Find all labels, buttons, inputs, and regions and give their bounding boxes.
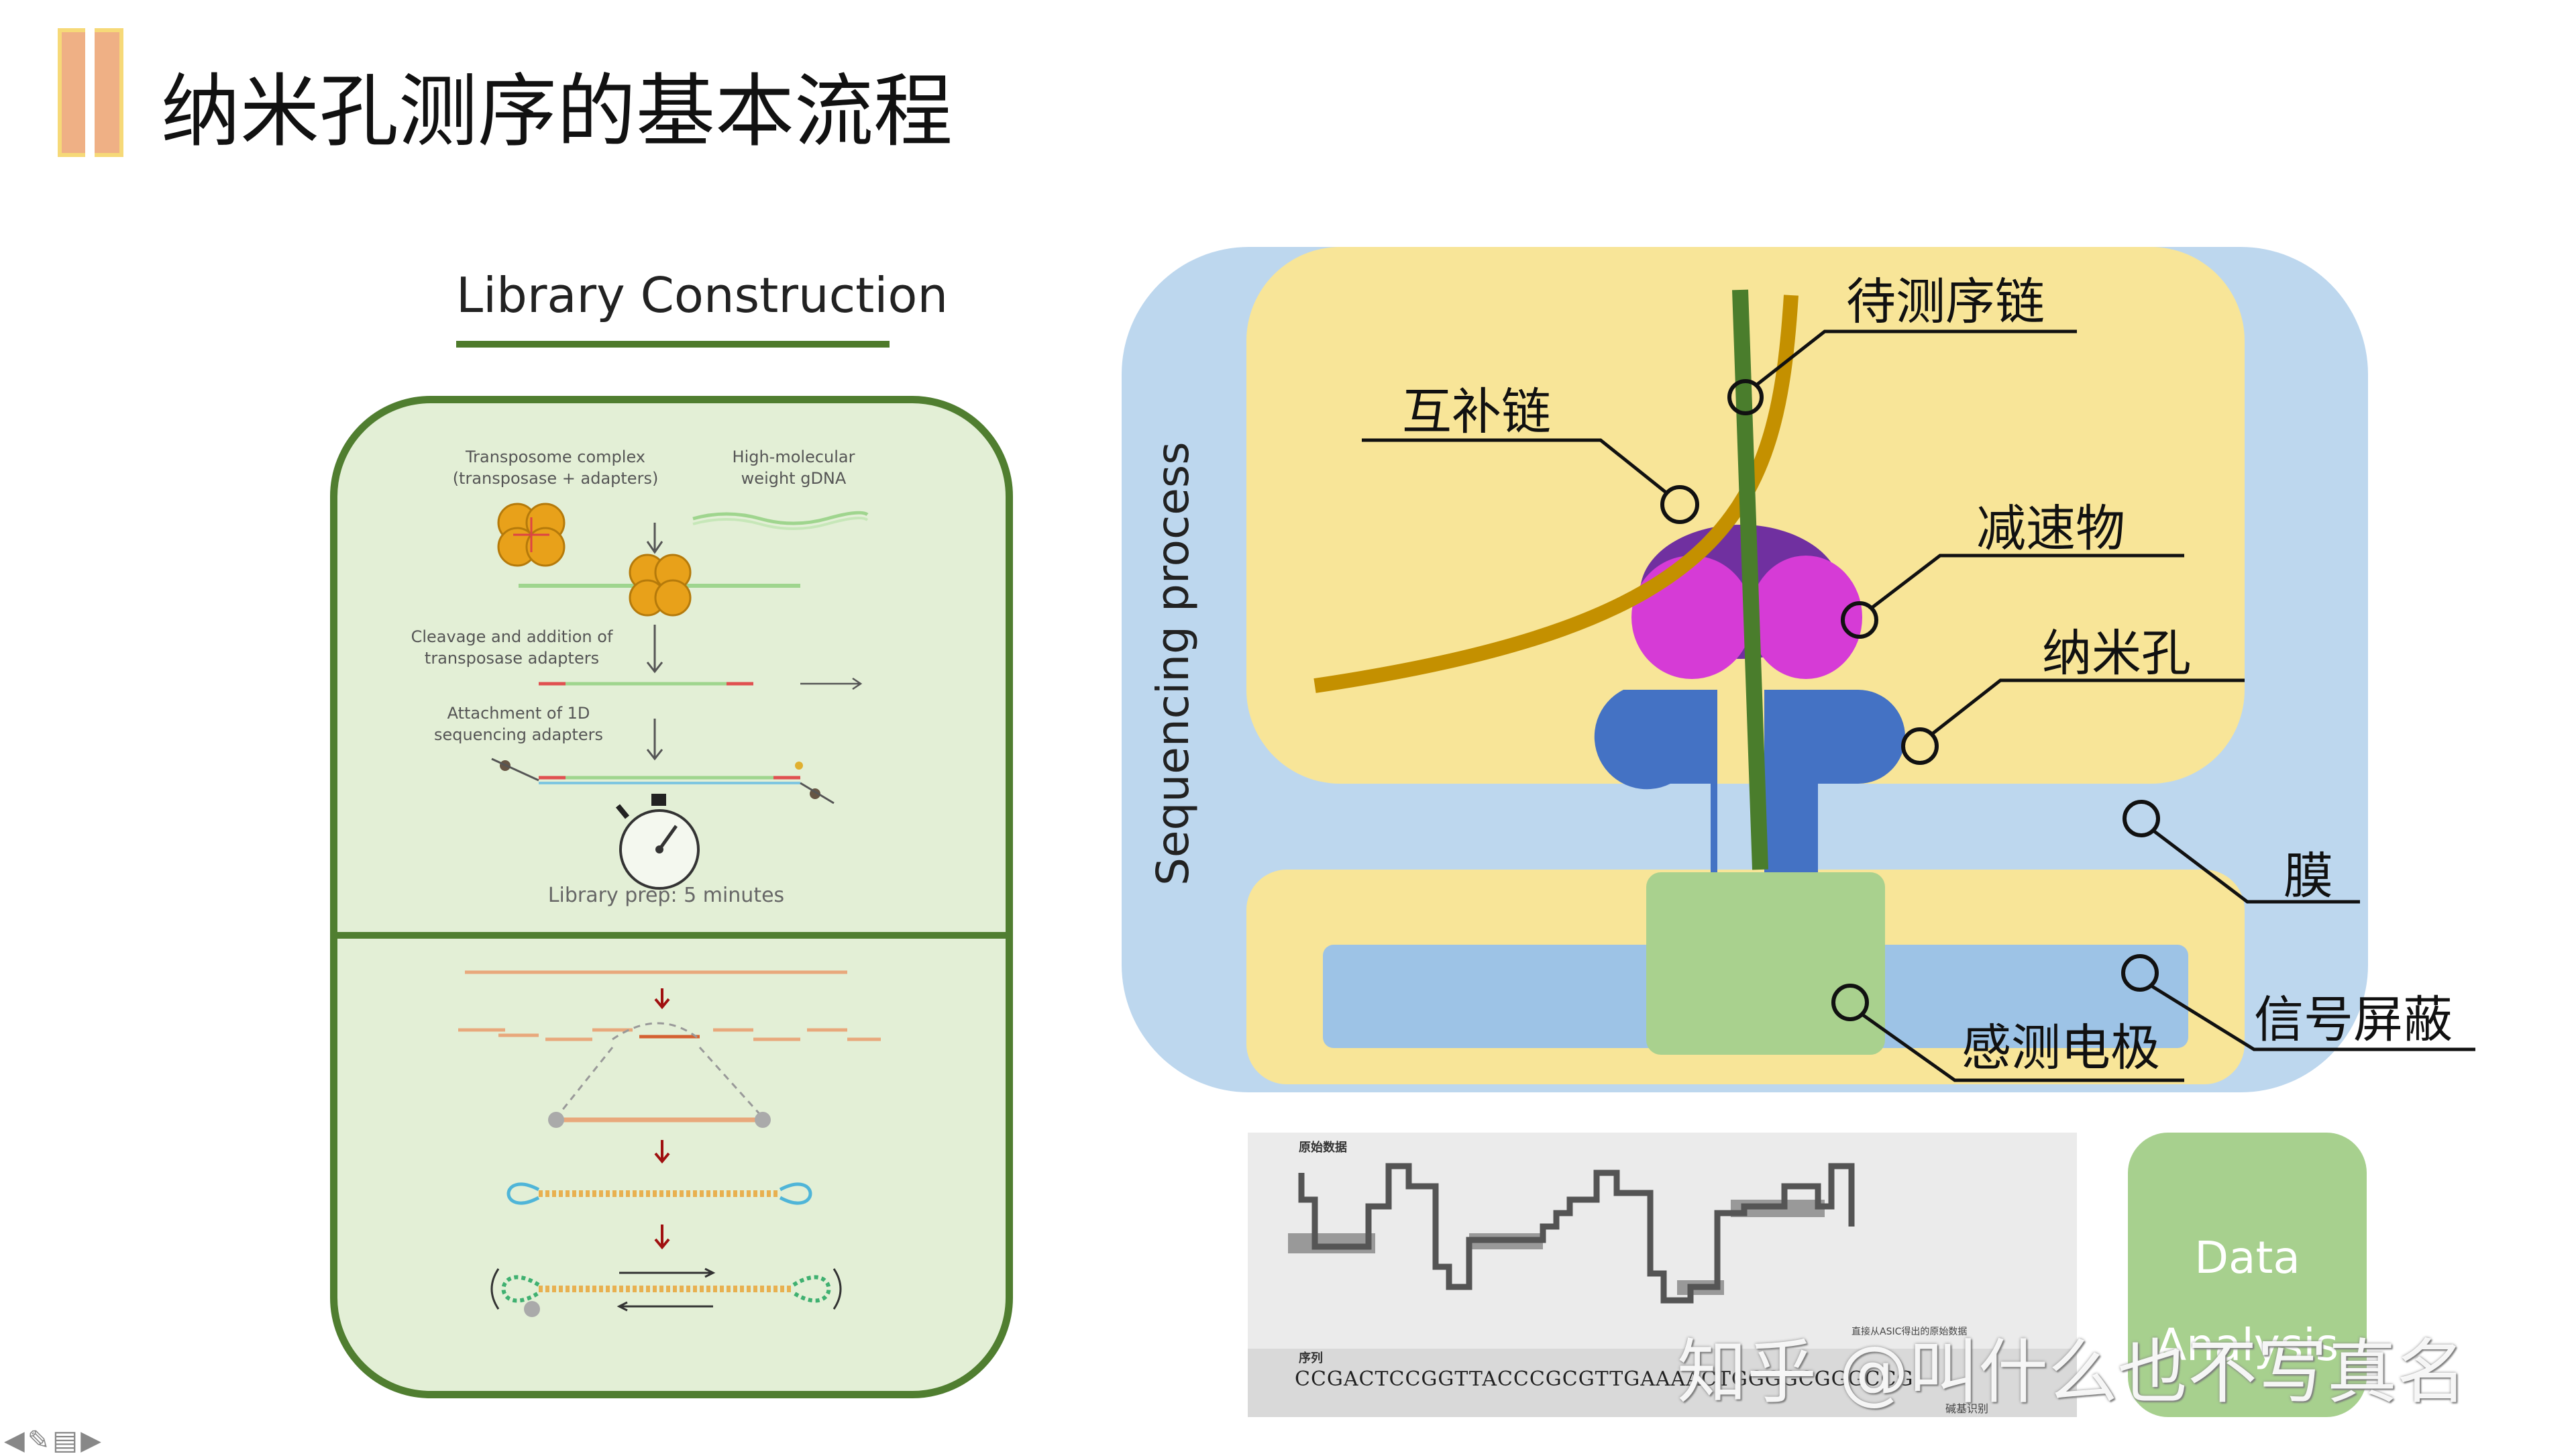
- library-panel-divider: [337, 932, 1006, 939]
- sequence-readout: CCGACTCCGGTTACCCGCGTTGAAAACTGGGGCGGGCCG: [1295, 1367, 1914, 1391]
- attachment-label: Attachment of 1D sequencing adapters: [433, 704, 604, 744]
- label-target-strand: 待测序链: [1846, 273, 2045, 331]
- page-title: 纳米孔测序的基本流程: [161, 65, 953, 158]
- transposome-label: Transposome complex (transposase + adapt…: [452, 448, 659, 488]
- label-sensing-electrode: 感测电极: [1962, 1019, 2160, 1077]
- label-nanopore: 纳米孔: [2042, 625, 2191, 682]
- flow-arrow: [646, 523, 663, 554]
- callout-lines: [1362, 329, 2475, 1082]
- sequencing-process-label: Sequencing process: [1147, 441, 1199, 886]
- prev-slide-icon[interactable]: ◀: [4, 1425, 28, 1456]
- sequence-label: 序列: [1299, 1351, 1323, 1365]
- pen-icon[interactable]: ✎: [27, 1425, 53, 1456]
- raw-signal-trace: [1248, 1133, 2077, 1417]
- cleavage-label: Cleavage and addition of transposase ada…: [411, 627, 613, 668]
- nanopore: [1594, 690, 1905, 872]
- smrtbell-template: [506, 1182, 812, 1205]
- speed-reducer-right: [1750, 556, 1862, 679]
- gdna-label: High-molecular weight gDNA: [732, 448, 855, 488]
- adapter-ligated-fragment: [548, 1112, 771, 1128]
- bound-complex-icon: [519, 554, 800, 617]
- circular-sequencing-template: [490, 1267, 842, 1317]
- watermark-text: 知乎 @叫什么也不写真名: [1677, 1331, 2467, 1413]
- gdna-strand: [692, 511, 869, 525]
- sensing-electrode: [1646, 872, 1885, 1055]
- slide-nav: ◀✎▤▶: [4, 1425, 104, 1456]
- basecall-label: 碱基识别: [1945, 1402, 1989, 1415]
- complementary-strand: [1313, 295, 1799, 693]
- next-slide-icon[interactable]: ▶: [80, 1425, 104, 1456]
- title-accent-gap: [85, 28, 95, 157]
- label-complement-strand: 互补链: [1402, 383, 1551, 441]
- stopwatch-icon: [615, 794, 700, 890]
- data-analysis-label: Data Analysis: [2156, 1232, 2339, 1371]
- speed-reducer-left: [1631, 556, 1752, 679]
- transposome-complex-icon: [497, 503, 566, 567]
- raw-signal-panel: 原始数据 直接从ASIC得出的原始数据 序列 CCGACTCCGGTTACCCG…: [1248, 1133, 2077, 1417]
- menu-icon[interactable]: ▤: [52, 1425, 81, 1456]
- library-title-underline: [456, 341, 890, 348]
- label-signal-shield: 信号屏蔽: [2254, 991, 2453, 1049]
- target-strand: [1732, 289, 1768, 870]
- flow-arrow: [654, 988, 670, 1010]
- label-membrane: 膜: [2284, 847, 2333, 905]
- library-title: Library Construction: [456, 267, 949, 323]
- raw-data-label: 原始数据: [1299, 1141, 1347, 1155]
- asic-note: 直接从ASIC得出的原始数据: [1851, 1327, 1968, 1337]
- data-analysis-box: [2128, 1133, 2367, 1417]
- label-speed-reducer: 减速物: [1976, 500, 2125, 558]
- library-illustration: [458, 503, 881, 1317]
- adapter-attached-strand: [491, 758, 835, 804]
- library-panel: Transposome complex (transposase + adapt…: [330, 396, 1013, 1398]
- sequencing-diagram: [1122, 247, 2475, 1092]
